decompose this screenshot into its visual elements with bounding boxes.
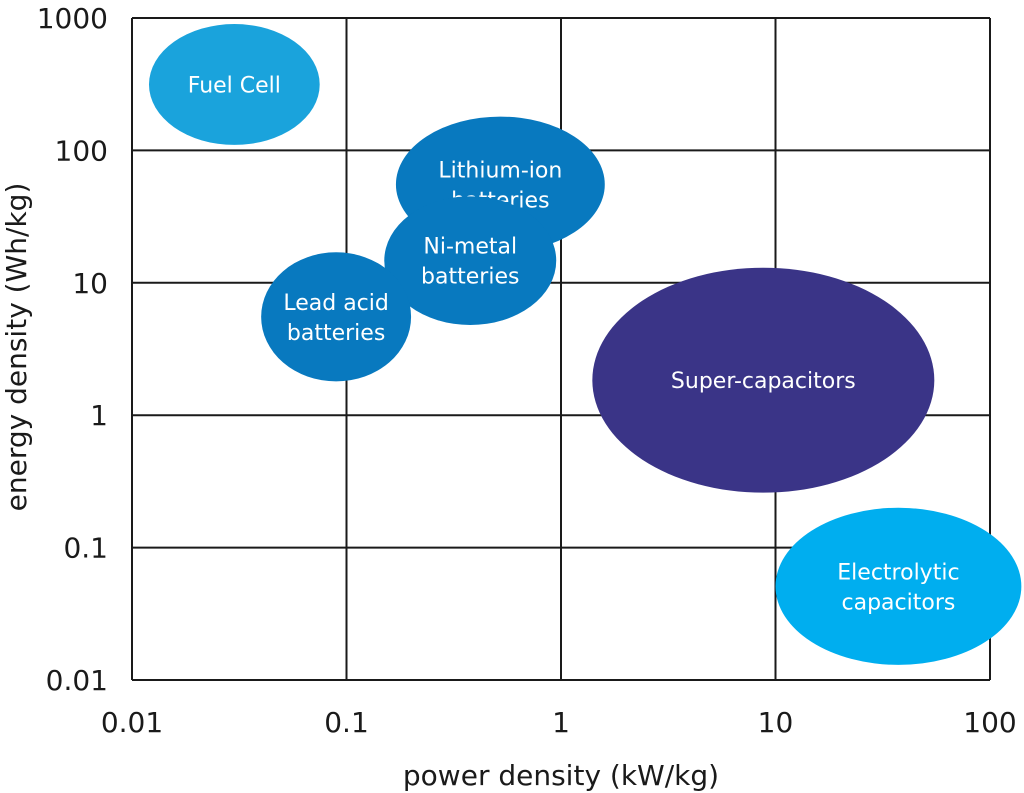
region-label: Electrolytic bbox=[837, 560, 959, 585]
region-label: batteries bbox=[287, 321, 385, 346]
region-ellipse bbox=[148, 24, 320, 145]
x-tick-label: 1 bbox=[552, 706, 570, 739]
region-ellipse bbox=[775, 507, 1022, 665]
region-lead-acid-batteries: Lead acid batteries bbox=[261, 252, 412, 382]
y-tick-label: 100 bbox=[55, 134, 108, 167]
x-tick-label: 10 bbox=[758, 706, 794, 739]
y-tick-label: 10 bbox=[72, 267, 108, 300]
region-ellipse bbox=[384, 196, 557, 326]
y-tick-label: 0.1 bbox=[63, 532, 108, 565]
region-ellipse bbox=[592, 267, 935, 493]
region-ni-metal-batteries: Ni-metal batteries bbox=[384, 196, 557, 326]
region-label: Lead acid bbox=[283, 291, 389, 316]
region-label: capacitors bbox=[842, 590, 956, 615]
y-tick-label: 0.01 bbox=[46, 664, 108, 697]
y-axis-label: energy density (Wh/kg) bbox=[0, 183, 33, 512]
region-label: batteries bbox=[421, 265, 519, 290]
x-axis-label: power density (kW/kg) bbox=[403, 759, 719, 792]
region-ellipse bbox=[261, 252, 412, 382]
region-electrolytic-capacitors: Electrolytic capacitors bbox=[775, 507, 1022, 665]
region-fuel-cell: Fuel Cell bbox=[148, 24, 320, 145]
tick-labels: 0.01 0.1 1 10 100 0.01 0.1 1 10 100 1000 bbox=[37, 2, 1017, 739]
y-tick-label: 1 bbox=[90, 399, 108, 432]
region-label: Ni-metal bbox=[423, 235, 517, 260]
x-tick-label: 0.01 bbox=[101, 706, 163, 739]
region-label: Super-capacitors bbox=[671, 369, 856, 394]
region-super-capacitors: Super-capacitors bbox=[592, 267, 935, 493]
region-label: Fuel Cell bbox=[188, 73, 281, 98]
x-tick-label: 100 bbox=[963, 706, 1016, 739]
region-label: Lithium-ion bbox=[438, 158, 562, 183]
y-tick-label: 1000 bbox=[37, 2, 108, 35]
x-tick-label: 0.1 bbox=[324, 706, 369, 739]
grid bbox=[131, 17, 991, 681]
